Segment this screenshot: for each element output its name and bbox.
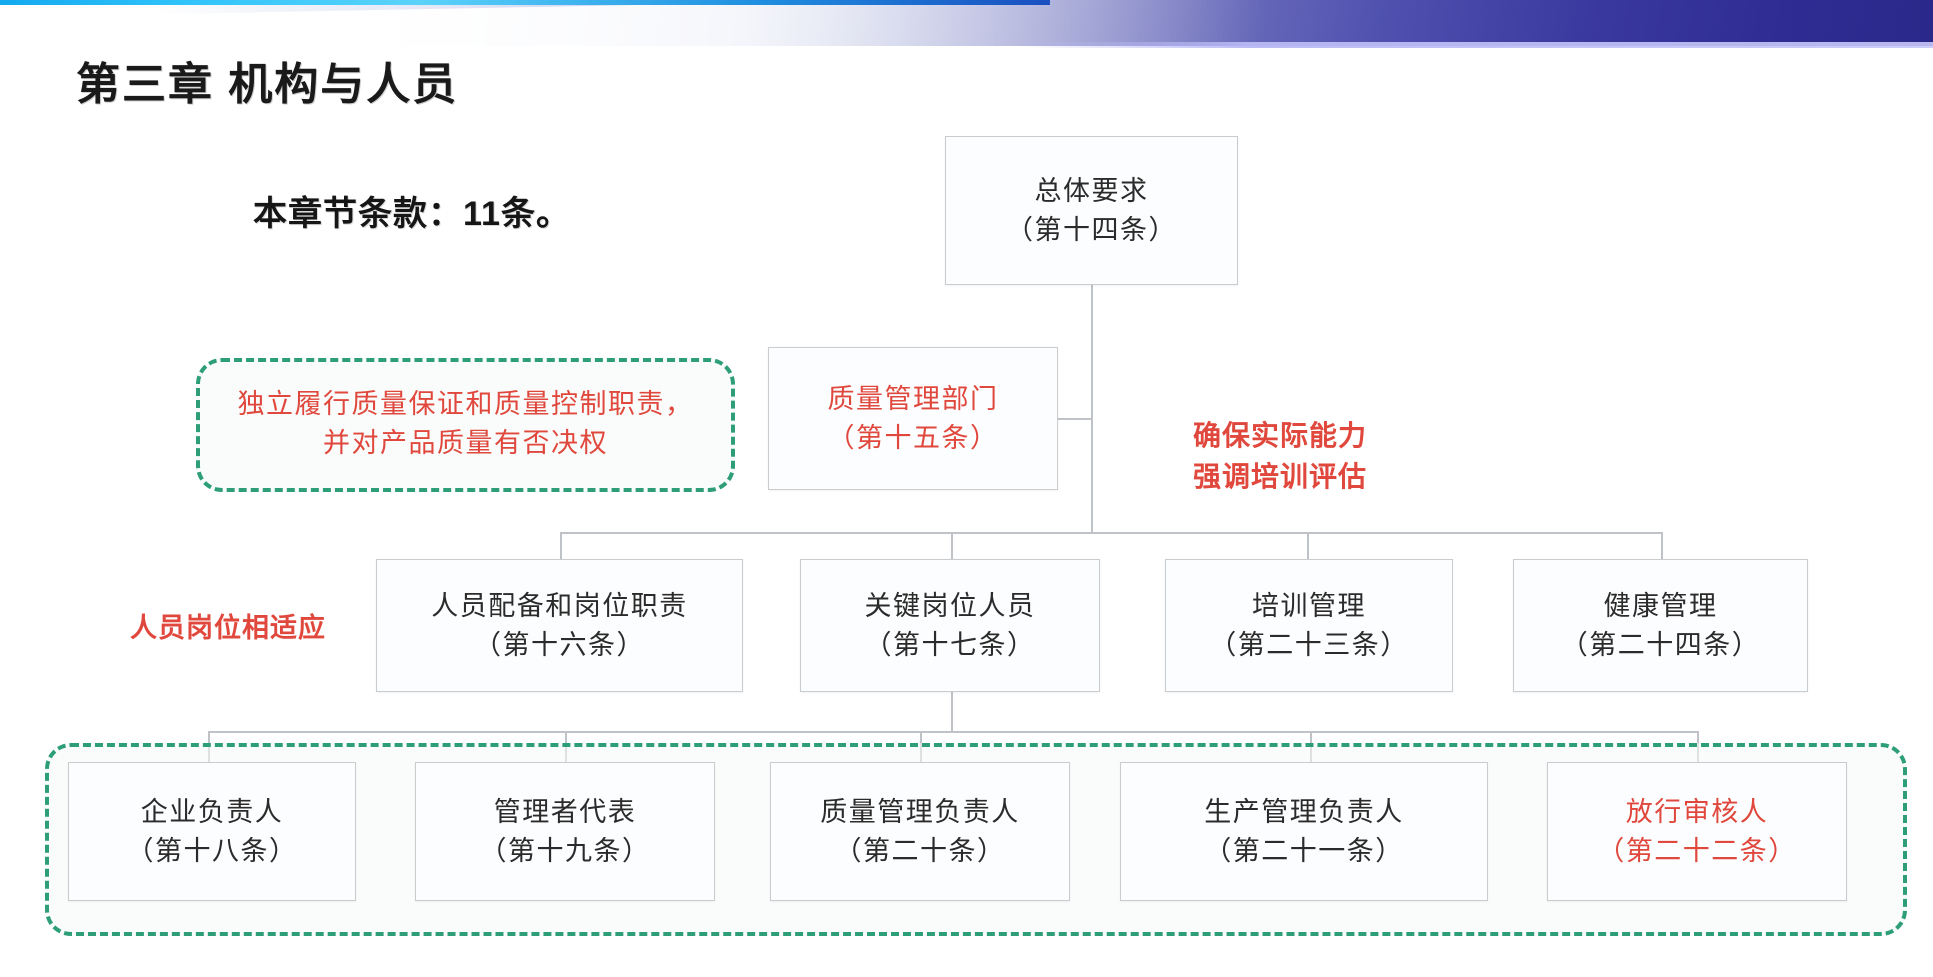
node-quality-management-dept[interactable]: 质量管理部门 （第十五条） <box>768 347 1058 490</box>
node-line1: 质量管理部门 <box>827 384 999 415</box>
annotation-quality-duty-line2: 并对产品质量有否决权 <box>323 428 608 459</box>
node-line1: 质量管理负责人 <box>820 797 1020 828</box>
node-line1: 管理者代表 <box>493 797 637 828</box>
connector-level3-distributor <box>208 731 1697 733</box>
node-key-position-personnel[interactable]: 关键岗位人员 （第十七条） <box>800 559 1100 692</box>
node-line2: （第十七条） <box>864 629 1036 660</box>
annotation-quality-duty-line1: 独立履行质量保证和质量控制职责， <box>237 389 694 419</box>
node-release-reviewer[interactable]: 放行审核人 （第二十二条） <box>1547 762 1847 901</box>
connector-drop-level2-1 <box>560 532 562 559</box>
banner-underglow <box>1020 42 1933 48</box>
page-title: 第三章 机构与人员 <box>76 60 459 109</box>
node-line1: 生产管理负责人 <box>1204 797 1404 828</box>
node-management-representative[interactable]: 管理者代表 （第十九条） <box>415 762 715 901</box>
top-banner-sweep <box>0 0 1933 46</box>
highlight-box-quality-duty <box>196 358 735 492</box>
connector-root-trunk <box>1091 285 1093 533</box>
node-line1: 放行审核人 <box>1625 797 1769 828</box>
connector-drop-level2-2 <box>951 532 953 559</box>
annotation-capability-line1: 确保实际能力 <box>1192 420 1367 451</box>
node-line1: 关键岗位人员 <box>864 591 1036 622</box>
connector-level2-distributor <box>560 532 1661 534</box>
connector-drop-level2-3 <box>1307 532 1309 559</box>
connector-trunk-to-quality-dept <box>1057 418 1092 420</box>
annotation-staff-position-match: 人员岗位相适应 <box>130 613 326 643</box>
node-line2: （第十六条） <box>474 629 645 660</box>
node-line1: 企业负责人 <box>140 797 284 828</box>
banner-white-sweep <box>0 0 1261 46</box>
node-overall-requirement[interactable]: 总体要求 （第十四条） <box>945 136 1238 285</box>
node-line2: （第二十四条） <box>1560 629 1761 660</box>
connector-key-staff-down <box>951 692 953 731</box>
chapter-clause-count: 本章节条款：11条。 <box>253 195 571 233</box>
node-line2: （第二十条） <box>834 835 1006 866</box>
node-line1: 人员配备和岗位职责 <box>431 591 688 622</box>
node-line2: （第十八条） <box>126 835 298 866</box>
node-health-management[interactable]: 健康管理 （第二十四条） <box>1513 559 1808 692</box>
node-line1: 总体要求 <box>1034 176 1149 207</box>
node-line2: （第二十一条） <box>1204 835 1404 866</box>
annotation-capability: 确保实际能力 强调培训评估 <box>1150 416 1410 497</box>
node-line2: （第十九条） <box>479 835 651 866</box>
node-line2: （第十五条） <box>827 422 999 453</box>
node-line2: （第二十二条） <box>1597 835 1797 866</box>
node-quality-manager[interactable]: 质量管理负责人 （第二十条） <box>770 762 1070 901</box>
banner-cyan-topline <box>0 0 1050 5</box>
node-line2: （第二十三条） <box>1209 629 1409 660</box>
node-enterprise-leader[interactable]: 企业负责人 （第十八条） <box>68 762 356 901</box>
node-line2: （第十四条） <box>1006 214 1177 245</box>
annotation-quality-duty: 独立履行质量保证和质量控制职责， 并对产品质量有否决权 <box>196 385 735 463</box>
connector-drop-level2-4 <box>1661 532 1663 559</box>
node-line1: 培训管理 <box>1252 591 1366 622</box>
node-production-manager[interactable]: 生产管理负责人 （第二十一条） <box>1120 762 1488 901</box>
annotation-capability-line2: 强调培训评估 <box>1192 460 1367 492</box>
node-staffing-and-responsibility[interactable]: 人员配备和岗位职责 （第十六条） <box>376 559 743 692</box>
node-line1: 健康管理 <box>1603 591 1718 622</box>
node-training-management[interactable]: 培训管理 （第二十三条） <box>1165 559 1453 692</box>
